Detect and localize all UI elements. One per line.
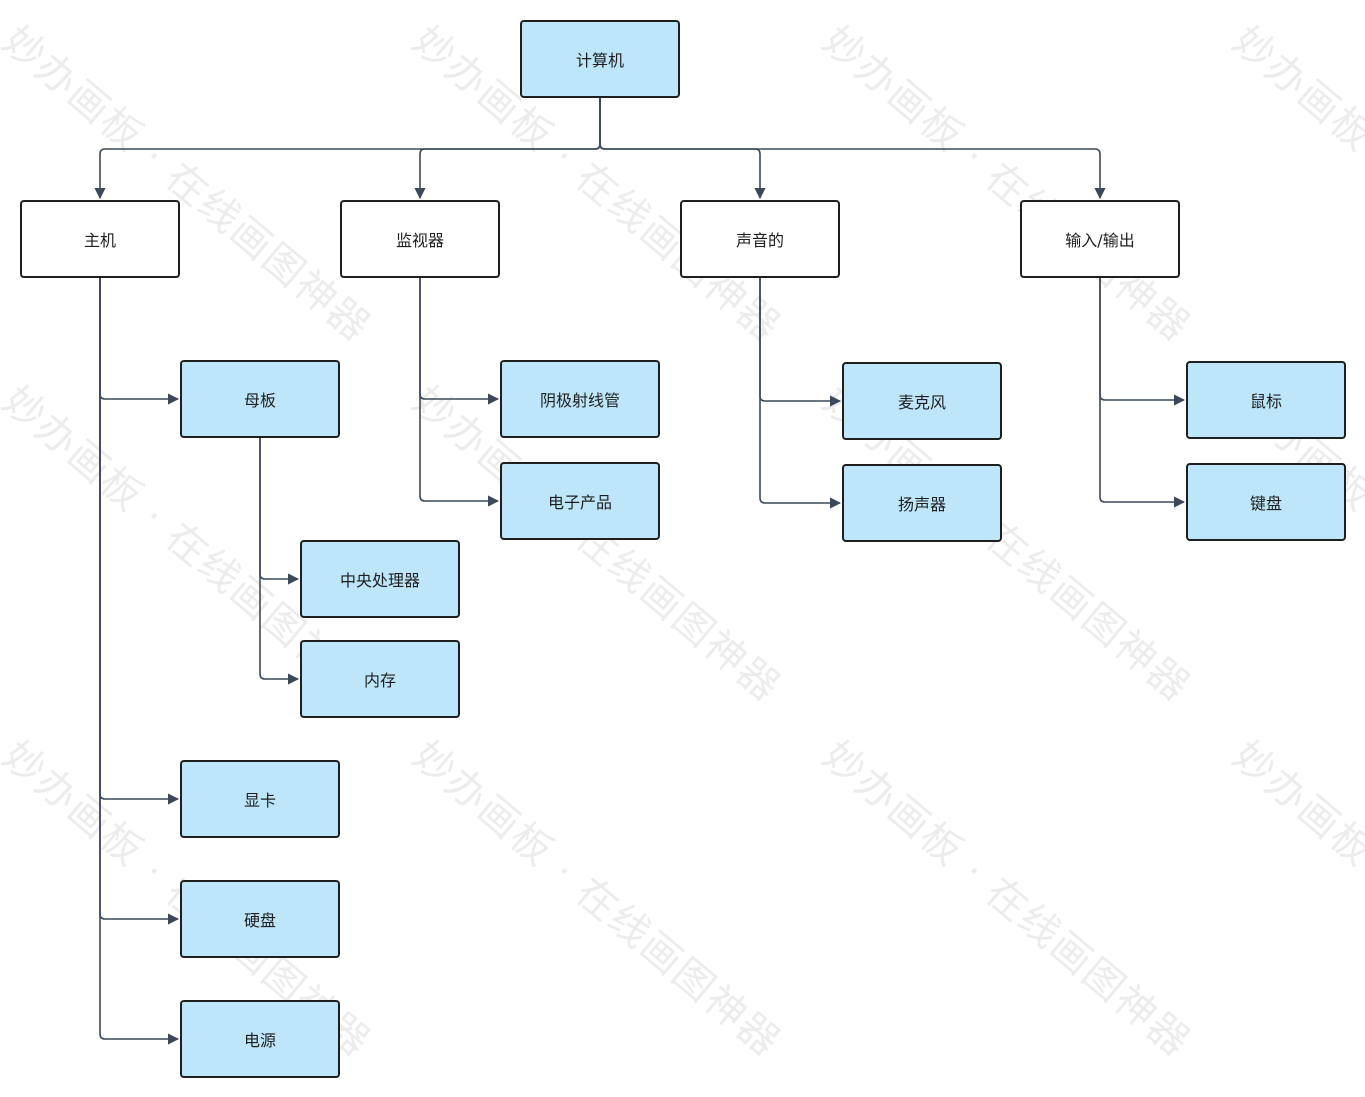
node-cpu[interactable]: 中央处理器 (300, 540, 460, 618)
node-crt[interactable]: 阴极射线管 (500, 360, 660, 438)
connector-monitor-electronics (419, 278, 500, 507)
node-host[interactable]: 主机 (20, 200, 180, 278)
node-label: 键盘 (1249, 494, 1282, 513)
node-label: 输入/输出 (1065, 231, 1135, 250)
node-label: 内存 (363, 671, 396, 690)
node-label: 声音的 (735, 231, 784, 250)
node-power[interactable]: 电源 (180, 1000, 340, 1078)
connector-host-gpu (99, 278, 180, 805)
node-label: 计算机 (575, 51, 624, 70)
node-root[interactable]: 计算机 (520, 20, 680, 98)
node-motherboard[interactable]: 母板 (180, 360, 340, 438)
connector-root-io (599, 98, 1106, 200)
node-mouse[interactable]: 鼠标 (1186, 361, 1346, 439)
node-io[interactable]: 输入/输出 (1020, 200, 1180, 278)
connector-motherboard-cpu (259, 438, 300, 585)
node-label: 母板 (243, 391, 276, 410)
node-memory[interactable]: 内存 (300, 640, 460, 718)
node-label: 麦克风 (897, 393, 946, 412)
node-label: 硬盘 (243, 911, 276, 930)
node-label: 主机 (83, 231, 116, 250)
connector-io-keyboard (1099, 278, 1186, 508)
node-label: 扬声器 (897, 495, 946, 514)
node-label: 监视器 (395, 231, 444, 250)
node-label: 中央处理器 (339, 571, 420, 590)
node-label: 鼠标 (1249, 392, 1282, 411)
connector-host-motherboard (99, 278, 180, 405)
connector-root-monitor (414, 98, 601, 200)
node-label: 电源 (243, 1031, 276, 1050)
node-disk[interactable]: 硬盘 (180, 880, 340, 958)
node-label: 显卡 (243, 791, 276, 810)
node-speaker[interactable]: 扬声器 (842, 464, 1002, 542)
connector-audio-mic (759, 278, 842, 407)
connector-io-mouse (1099, 278, 1186, 406)
connector-motherboard-memory (259, 438, 300, 685)
node-electronics[interactable]: 电子产品 (500, 462, 660, 540)
node-keyboard[interactable]: 键盘 (1186, 463, 1346, 541)
node-label: 电子产品 (547, 493, 612, 512)
connector-audio-speaker (759, 278, 842, 509)
connector-host-power (99, 278, 180, 1045)
node-monitor[interactable]: 监视器 (340, 200, 500, 278)
connector-host-disk (99, 278, 180, 925)
node-gpu[interactable]: 显卡 (180, 760, 340, 838)
node-label: 阴极射线管 (539, 391, 620, 410)
node-audio[interactable]: 声音的 (680, 200, 840, 278)
connector-monitor-crt (419, 278, 500, 405)
connector-root-host (94, 98, 601, 200)
connector-root-audio (599, 98, 766, 200)
node-microphone[interactable]: 麦克风 (842, 362, 1002, 440)
